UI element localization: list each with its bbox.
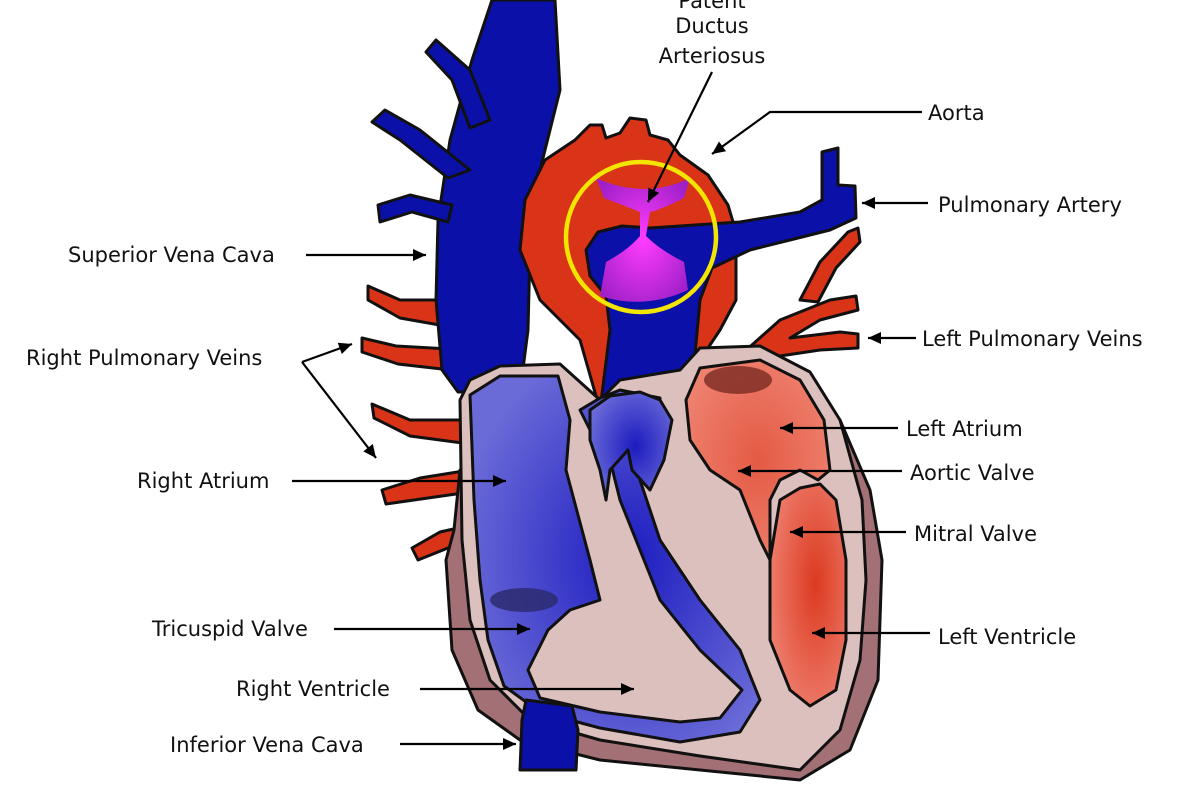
pulmonary-artery-shape	[584, 146, 858, 412]
arrowhead	[621, 683, 634, 695]
pda-highlight-ring	[563, 159, 719, 315]
arrowhead	[812, 627, 825, 639]
superior-vena-cava-label: Superior Vena Cava	[68, 243, 275, 267]
arrowhead	[503, 738, 516, 750]
pda-label: Patent Ductus Arteriosus	[659, 0, 766, 68]
arrowhead	[862, 197, 875, 209]
arrowhead	[648, 187, 660, 202]
left-pulmonary-veins-label: Left Pulmonary Veins	[922, 327, 1143, 351]
aorta-arrow	[711, 110, 922, 155]
arrowhead	[738, 465, 751, 477]
inferior-vena-cava-label: Inferior Vena Cava	[170, 733, 364, 757]
aortic-valve-label: Aortic Valve	[910, 461, 1035, 485]
arrowhead	[780, 422, 793, 434]
right-pulmonary-veins-label: Right Pulmonary Veins	[26, 346, 262, 370]
superior-vena-cava-shape	[370, 0, 562, 394]
arrowhead	[868, 332, 881, 344]
inferior-vena-cava-shape	[518, 698, 580, 772]
arrowheads	[337, 141, 881, 750]
pda-label-line2: Ductus	[675, 14, 749, 38]
arrowhead	[413, 249, 426, 261]
arrowhead	[517, 623, 530, 635]
arrowhead	[363, 444, 376, 458]
mitral-valve-label: Mitral Valve	[914, 522, 1037, 546]
pointer-arrows	[292, 71, 930, 746]
left-heart-chambers	[684, 358, 848, 708]
ductus-arteriosus-shape	[596, 178, 690, 302]
right-ventricle-label: Right Ventricle	[236, 677, 390, 701]
arrowhead	[493, 475, 506, 487]
pda-label-line1: Patent	[678, 0, 745, 13]
pulmonary-artery-label: Pulmonary Artery	[938, 193, 1122, 217]
right-heart-chambers	[468, 374, 762, 744]
left-ventricle-label: Left Ventricle	[938, 625, 1076, 649]
left-atrium-label: Left Atrium	[906, 417, 1023, 441]
arrowhead	[712, 141, 727, 154]
arrowhead	[337, 342, 352, 355]
right-pulmonary-veins-arrow-lower	[301, 361, 377, 459]
pda-label-line3: Arteriosus	[659, 44, 766, 68]
pulmonary-vein-opening	[704, 366, 772, 394]
tricuspid-valve-label: Tricuspid Valve	[151, 617, 308, 641]
pda-arrow	[647, 71, 713, 203]
right-atrium-label: Right Atrium	[137, 469, 269, 493]
ivc-opening	[490, 588, 558, 612]
arrowhead	[790, 526, 803, 538]
aorta-label: Aorta	[928, 101, 985, 125]
